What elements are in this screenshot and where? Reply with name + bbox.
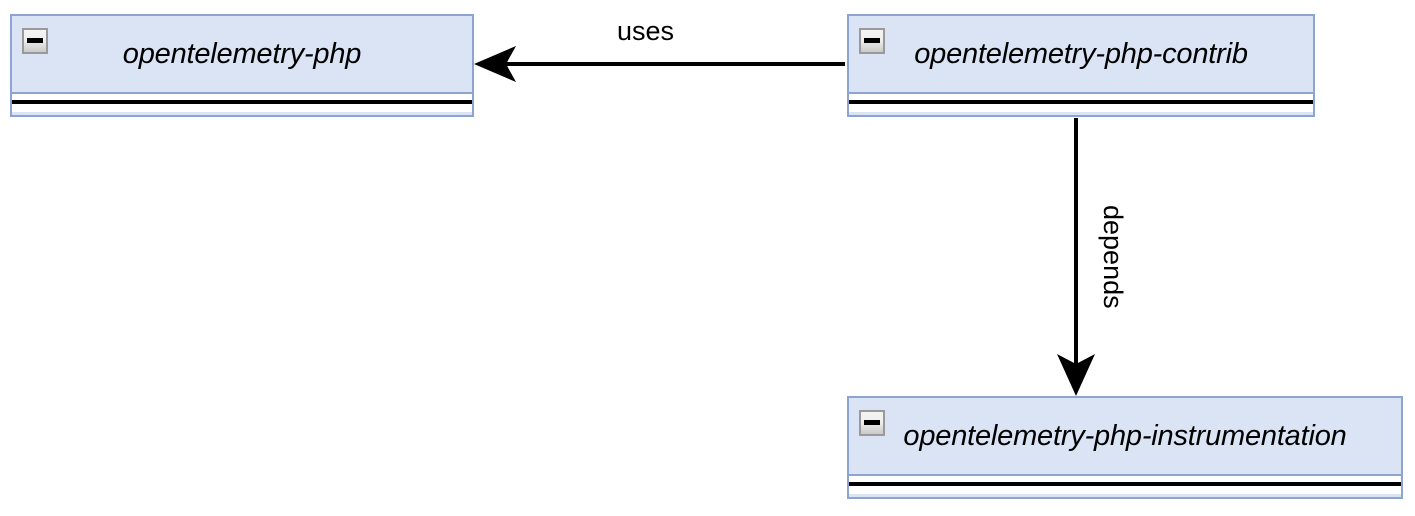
uses-edge	[474, 46, 845, 82]
depends-edge	[1057, 118, 1095, 396]
node-opentelemetry-php-instrumentation[interactable]: opentelemetry-php-instrumentation	[847, 396, 1403, 499]
edge-label-uses: uses	[617, 16, 675, 46]
collapse-minus-icon[interactable]	[859, 28, 885, 54]
node-compartment-divider	[12, 94, 472, 112]
node-compartment-divider	[849, 94, 1313, 112]
node-opentelemetry-php[interactable]: opentelemetry-php	[10, 14, 474, 117]
node-label: opentelemetry-php	[122, 37, 362, 70]
collapse-minus-icon[interactable]	[859, 410, 885, 436]
edge-label-depends: depends	[1098, 205, 1128, 309]
node-label: opentelemetry-php-instrumentation	[903, 419, 1347, 452]
node-body: opentelemetry-php-instrumentation	[849, 398, 1401, 476]
collapse-minus-icon[interactable]	[22, 28, 48, 54]
node-compartment-divider	[849, 476, 1401, 494]
node-body: opentelemetry-php	[12, 16, 472, 94]
node-opentelemetry-php-contrib[interactable]: opentelemetry-php-contrib	[847, 14, 1315, 117]
node-label: opentelemetry-php-contrib	[914, 37, 1248, 70]
node-body: opentelemetry-php-contrib	[849, 16, 1313, 94]
